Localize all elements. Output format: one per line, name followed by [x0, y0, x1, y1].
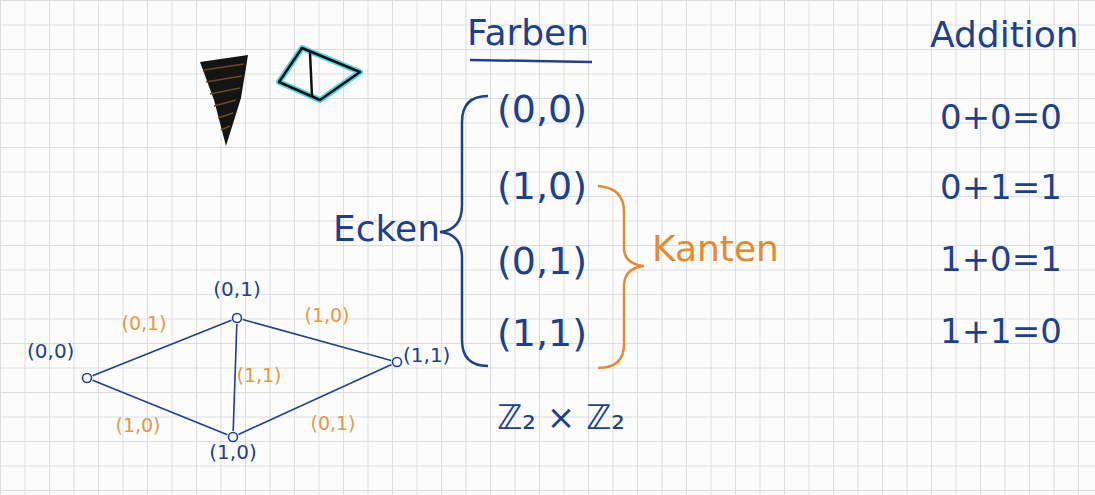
kanten-bracket	[598, 186, 644, 368]
vertex-label: (0,1)	[213, 278, 260, 300]
addition-rule: 0+1=1	[940, 168, 1062, 207]
heading: Farben	[467, 12, 589, 53]
group-name: ℤ₂ × ℤ₂	[497, 398, 625, 437]
vertex-label: (1,1)	[403, 344, 450, 366]
ecken-brace	[440, 96, 488, 366]
color-pair: (0,0)	[497, 88, 587, 132]
heading-underline	[470, 60, 592, 62]
edge-label: (0,1)	[121, 313, 166, 335]
vertex: (0,0)	[81, 372, 93, 384]
edge-label: (1,0)	[304, 305, 349, 327]
addition-rule: 1+1=0	[940, 312, 1062, 351]
hatched-shape	[200, 55, 248, 146]
vertex-circle	[391, 356, 403, 368]
vertex-label: (1,0)	[209, 441, 256, 463]
diamond-sketch	[279, 48, 360, 100]
addition-rule: 1+0=1	[940, 240, 1062, 279]
edge-label: (0,1)	[310, 413, 355, 435]
vertex-circle	[231, 312, 243, 324]
vertex: (0,1)	[231, 312, 243, 324]
vertex-label: (0,0)	[27, 340, 74, 362]
color-pair: (1,1)	[497, 312, 587, 356]
edge-label: (1,0)	[115, 415, 160, 437]
graph-edge	[233, 324, 237, 431]
color-pair: (0,1)	[497, 240, 587, 284]
vertex-circle	[81, 372, 93, 384]
color-pair: (1,0)	[497, 165, 587, 209]
bracket-label: Kanten	[652, 228, 779, 269]
edge-label: (1,1)	[236, 365, 281, 387]
brace-label: Ecken	[333, 208, 440, 249]
vertex: (1,1)	[391, 356, 403, 368]
heading: Addition	[930, 14, 1079, 55]
vertex: (1,0)	[227, 431, 239, 443]
addition-rule: 0+0=0	[940, 98, 1062, 137]
